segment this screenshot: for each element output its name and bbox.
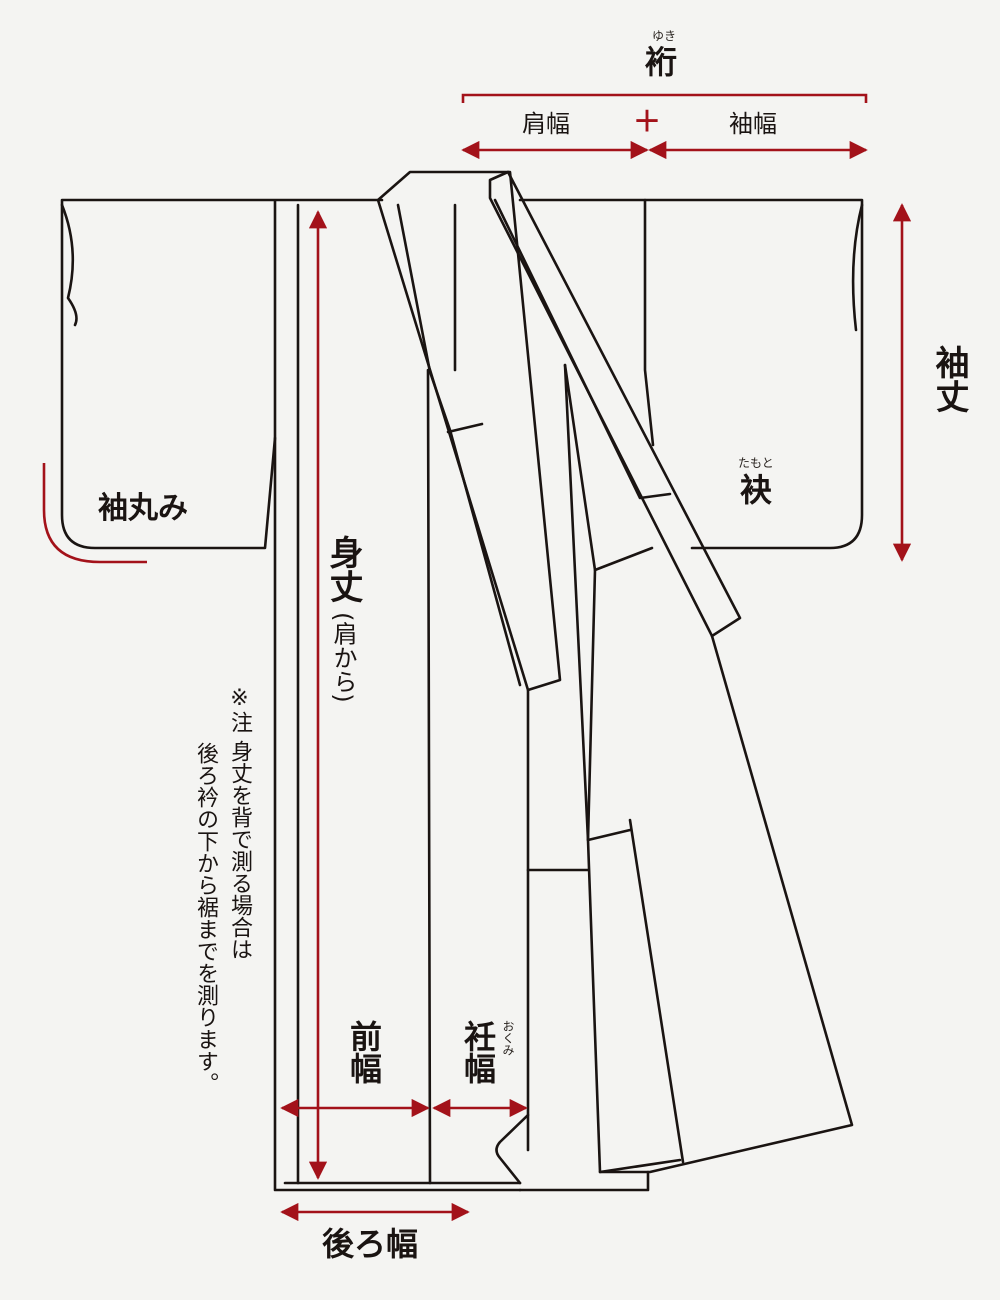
okumi-ruby: おくみ	[501, 1020, 515, 1056]
yuki-bracket	[461, 93, 868, 103]
maehaba-label: 前幅	[345, 1020, 383, 1084]
mitake-note: (肩から)	[329, 612, 357, 703]
yuki-label: 裄	[645, 43, 678, 81]
sodetake-label: 袖丈	[929, 345, 969, 413]
plus-sign: ＋	[633, 105, 662, 138]
note-line2: 後ろ衿の下から裾までを測ります。	[193, 742, 218, 1094]
collar-right-inner	[493, 198, 672, 500]
collar-right	[488, 170, 742, 638]
right-sleeve-seam	[643, 198, 655, 447]
right-front-panel	[586, 568, 854, 1174]
sodemarumi-label: 袖丸み	[98, 491, 188, 526]
left-sleeve-cuff	[60, 203, 78, 327]
sodehaba-label: 袖幅	[729, 110, 777, 138]
back-seam-fold	[495, 1113, 530, 1185]
measurement-marks	[42, 93, 912, 1222]
collar-left-band	[446, 422, 484, 434]
tamoto-ruby: たもと	[738, 456, 774, 470]
right-sleeve	[518, 198, 864, 550]
right-front-line	[628, 818, 685, 1164]
sodemarumi-curve	[42, 463, 147, 564]
tamoto-label: 袂	[740, 471, 773, 509]
okumihaba-label: 衽幅	[459, 1020, 497, 1084]
note-line1: ※注 身丈を背で測る場合は	[227, 686, 252, 960]
right-front-band	[586, 828, 632, 842]
mitake-label: 身丈	[323, 535, 363, 603]
kimono-outline	[60, 170, 864, 1192]
collar-left	[376, 170, 562, 692]
front-panel-line	[426, 368, 432, 1185]
left-sleeve	[60, 198, 384, 550]
right-sleeve-cuff	[851, 203, 864, 332]
collar-right-inner2	[563, 363, 654, 572]
right-front-inner	[598, 1158, 682, 1174]
ushirohaba-label: 後ろ幅	[322, 1225, 419, 1263]
yuki-ruby: ゆき	[652, 29, 677, 43]
body-inner-line2	[563, 363, 590, 842]
collar-left-inner	[396, 203, 522, 687]
hem-right	[518, 1170, 650, 1192]
katahaba-label: 肩幅	[522, 110, 570, 138]
body-left-side	[273, 436, 522, 1192]
